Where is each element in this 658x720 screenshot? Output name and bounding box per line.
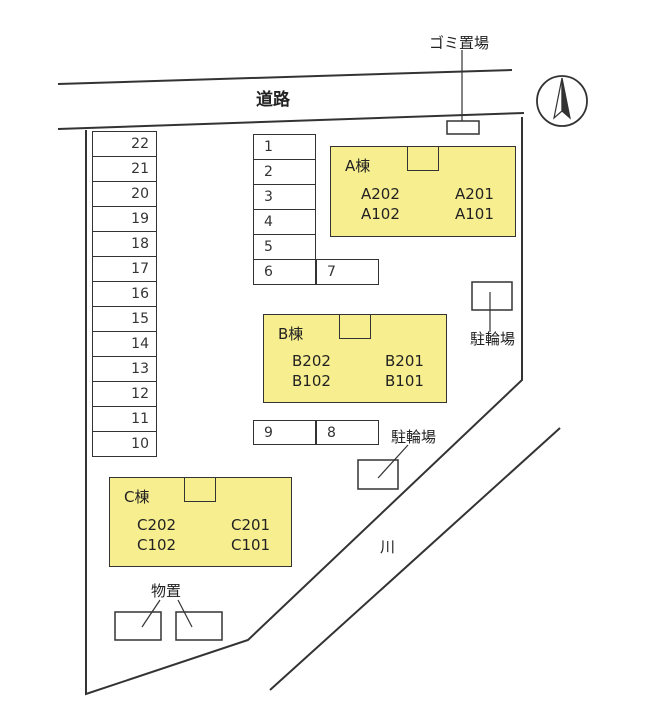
storage-shed-left: [114, 611, 162, 641]
garbage-area-label: ゴミ置場: [429, 34, 490, 52]
unit-b202: B202: [292, 352, 331, 370]
building-a-name: A棟: [345, 157, 371, 175]
parking-space-14: 14: [92, 331, 157, 357]
parking-space-17: 17: [92, 256, 157, 282]
unit-c201: C201: [231, 516, 271, 534]
parking-space-6: 6: [253, 259, 316, 285]
bicycle-parking-east-label: 駐輪場: [470, 330, 516, 348]
parking-space-11: 11: [92, 406, 157, 432]
building-b-entrance: [339, 315, 371, 339]
building-a: A棟 A202 A201 A102 A101: [330, 146, 516, 237]
road-edge-south: [57, 112, 525, 130]
bicycle-parking-middle-label: 駐輪場: [391, 428, 437, 446]
north-arrow-icon: [536, 75, 588, 127]
parking-space-8: 8: [316, 420, 379, 445]
parking-space-21: 21: [92, 156, 157, 182]
building-c: C棟 C202 C201 C102 C101: [109, 477, 292, 567]
bicycle-parking-east: [471, 281, 513, 311]
unit-b102: B102: [292, 372, 331, 390]
parking-space-2: 2: [253, 159, 316, 185]
parking-space-4: 4: [253, 209, 316, 235]
parking-space-20: 20: [92, 181, 157, 207]
building-b: B棟 B202 B201 B102 B101: [263, 314, 447, 403]
unit-c102: C102: [137, 536, 177, 554]
storage-leader-right: [177, 599, 193, 628]
river-label: 川: [380, 538, 396, 556]
storage-label: 物置: [151, 582, 182, 600]
parking-space-12: 12: [92, 381, 157, 407]
river-bank: [269, 427, 561, 691]
unit-a202: A202: [361, 185, 400, 203]
unit-a201: A201: [455, 185, 494, 203]
site-boundary: [85, 117, 523, 696]
garbage-area: [446, 120, 480, 135]
parking-space-18: 18: [92, 231, 157, 257]
building-b-name: B棟: [278, 325, 304, 343]
parking-space-16: 16: [92, 281, 157, 307]
building-a-entrance: [407, 147, 439, 171]
storage-leader-left: [141, 599, 161, 628]
unit-c101: C101: [231, 536, 271, 554]
bicycle-parking-middle: [357, 459, 399, 490]
storage-shed-right: [175, 611, 223, 641]
unit-b201: B201: [385, 352, 424, 370]
parking-space-3: 3: [253, 184, 316, 210]
parking-space-1: 1: [253, 134, 316, 160]
building-c-name: C棟: [124, 488, 150, 506]
parking-space-7: 7: [316, 259, 379, 285]
road-label: 道路: [256, 90, 290, 110]
road-edge-north: [57, 69, 513, 85]
parking-space-22: 22: [92, 131, 157, 157]
unit-b101: B101: [385, 372, 424, 390]
unit-a102: A102: [361, 205, 400, 223]
parking-space-5: 5: [253, 234, 316, 260]
parking-space-13: 13: [92, 356, 157, 382]
parking-space-19: 19: [92, 206, 157, 232]
parking-space-9: 9: [253, 420, 316, 445]
parking-space-15: 15: [92, 306, 157, 332]
unit-c202: C202: [137, 516, 177, 534]
unit-a101: A101: [455, 205, 494, 223]
bicycle-middle-leader-line: [377, 444, 409, 479]
building-c-entrance: [184, 478, 216, 502]
parking-space-10: 10: [92, 431, 157, 457]
